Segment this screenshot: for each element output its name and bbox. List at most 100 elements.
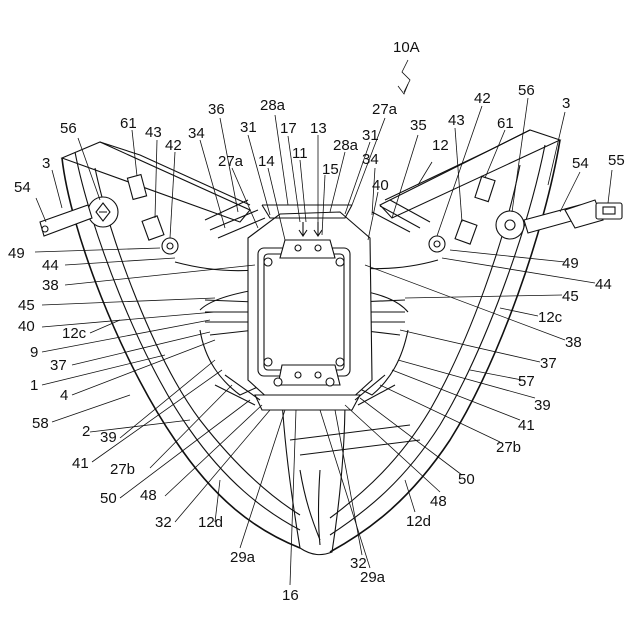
ref-label: 27a <box>218 153 244 170</box>
ref-label: 40 <box>372 177 389 194</box>
lead-44-l <box>65 258 175 265</box>
ref-label: 57 <box>518 373 535 390</box>
ref-label: 44 <box>595 276 612 293</box>
ref-label: 41 <box>518 417 535 434</box>
lead-48-l <box>165 405 262 496</box>
lead-50-l <box>120 400 250 498</box>
ref-label: 42 <box>474 90 491 107</box>
figure-drawing <box>40 130 622 555</box>
ref-label: 49 <box>562 255 579 272</box>
lead-48-r <box>345 405 440 492</box>
ref-label: 38 <box>565 334 582 351</box>
panel-screw-bl <box>264 358 272 366</box>
ref-label: 9 <box>30 344 38 361</box>
top-clip <box>280 240 335 258</box>
ref-label: 37 <box>540 355 557 372</box>
lead-45-r <box>405 295 562 298</box>
ref-label: 58 <box>32 415 49 432</box>
ref-label: 41 <box>72 455 89 472</box>
ref-label: 28a <box>333 137 359 154</box>
ref-label: 3 <box>42 155 50 172</box>
bottom-clip-hole-l <box>295 372 301 378</box>
top-clip-hole-l <box>295 245 301 251</box>
ref-label: 34 <box>362 151 379 168</box>
ref-label: 50 <box>100 490 117 507</box>
right-bracket-43 <box>455 220 477 244</box>
ref-label: 32 <box>350 555 367 572</box>
ref-label: 50 <box>458 471 475 488</box>
ref-label: 45 <box>18 297 35 314</box>
ref-label: 36 <box>208 101 225 118</box>
ref-label: 27a <box>372 101 398 118</box>
ref-label: 16 <box>282 587 299 604</box>
ref-label: 12d <box>406 513 431 530</box>
ref-label: 35 <box>410 117 427 134</box>
ref-label: 29a <box>230 549 256 566</box>
ref-label: 43 <box>145 124 162 141</box>
lead-39-r <box>398 360 535 398</box>
lead-35 <box>392 135 418 218</box>
left-knob-core <box>167 243 173 249</box>
ref-label: 45 <box>562 288 579 305</box>
base-plate <box>255 395 360 410</box>
ref-label: 27b <box>496 439 521 456</box>
left-bracket-43 <box>142 216 164 240</box>
top-clip-hole-r <box>315 245 321 251</box>
lead-29a-l <box>240 410 285 548</box>
left-strap-hole <box>42 226 48 232</box>
ref-label: 27b <box>110 461 135 478</box>
lead-27b-r <box>380 385 500 442</box>
ref-label: 61 <box>497 115 514 132</box>
lead-49-l <box>35 248 160 252</box>
ref-label: 15 <box>322 161 339 178</box>
lead-54-l <box>36 198 46 222</box>
ref-label: 61 <box>120 115 137 132</box>
ref-label: 44 <box>42 257 59 274</box>
ref-label: 55 <box>608 152 625 169</box>
lead-38-r <box>365 265 565 340</box>
ref-label: 56 <box>518 82 535 99</box>
lead-12c-r <box>500 308 538 316</box>
ref-label: 12c <box>62 325 87 342</box>
lead-61-r <box>485 130 505 178</box>
ref-label: 12c <box>538 309 563 326</box>
lead-41-l <box>92 370 222 462</box>
ref-label: 54 <box>14 179 31 196</box>
lead-16 <box>290 410 296 585</box>
ref-label: 54 <box>572 155 589 172</box>
ref-label: 40 <box>18 318 35 335</box>
ref-label: 34 <box>188 125 205 142</box>
lead-32-l <box>175 410 270 522</box>
center-panel <box>258 248 350 376</box>
right-clip-slot <box>603 207 615 214</box>
ref-label: 49 <box>8 245 25 262</box>
ref-label: 12d <box>198 514 223 531</box>
arrow-10A <box>402 60 410 92</box>
lead-37-l <box>72 332 210 365</box>
right-bracket-61 <box>475 176 495 201</box>
panel-screw-tl <box>264 258 272 266</box>
bottom-bolt-r <box>326 378 334 386</box>
lead-50-r <box>360 398 462 475</box>
lead-3-r <box>548 112 565 185</box>
arrowhead-10A <box>398 84 408 94</box>
ref-label: 2 <box>82 423 90 440</box>
ref-label: 37 <box>50 357 67 374</box>
lead-3-l <box>52 170 62 208</box>
ref-label: 3 <box>562 95 570 112</box>
left-strap-end <box>40 205 92 236</box>
lead-29a-r <box>320 410 370 568</box>
panel-screw-br <box>336 358 344 366</box>
ref-label: 12 <box>432 137 449 154</box>
ref-label: 42 <box>165 137 182 154</box>
lead-49-r <box>450 250 565 262</box>
lead-27b-l <box>150 385 232 468</box>
lead-37-r <box>400 330 540 362</box>
ref-label: 43 <box>448 112 465 129</box>
bottom-bolt-l <box>274 378 282 386</box>
lead-41-r <box>392 370 520 420</box>
left-bracket-61 <box>127 175 146 200</box>
bottom-crease <box>290 425 420 455</box>
ref-label: 38 <box>42 277 59 294</box>
